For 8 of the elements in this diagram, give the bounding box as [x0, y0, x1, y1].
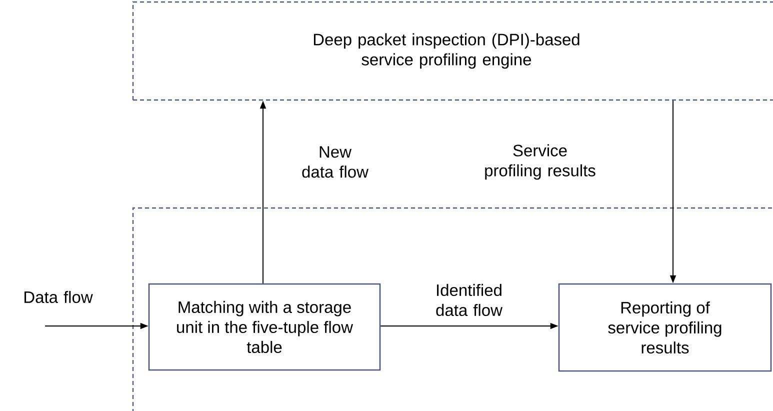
edge-label: New data flow — [302, 146, 368, 178]
process-box: Matching with a storage unit in the five-tuple flow table — [148, 283, 381, 371]
process-box: Reporting of service profiling results — [558, 283, 772, 372]
edge-label: Data flow — [24, 290, 93, 304]
edge-label: Service profiling results — [485, 144, 596, 180]
edge-label: Identified data flow — [436, 284, 502, 316]
engine-box: Deep packet inspection (DPI)-based service profiling engine — [132, 1, 773, 101]
dashed-region — [132, 207, 773, 411]
